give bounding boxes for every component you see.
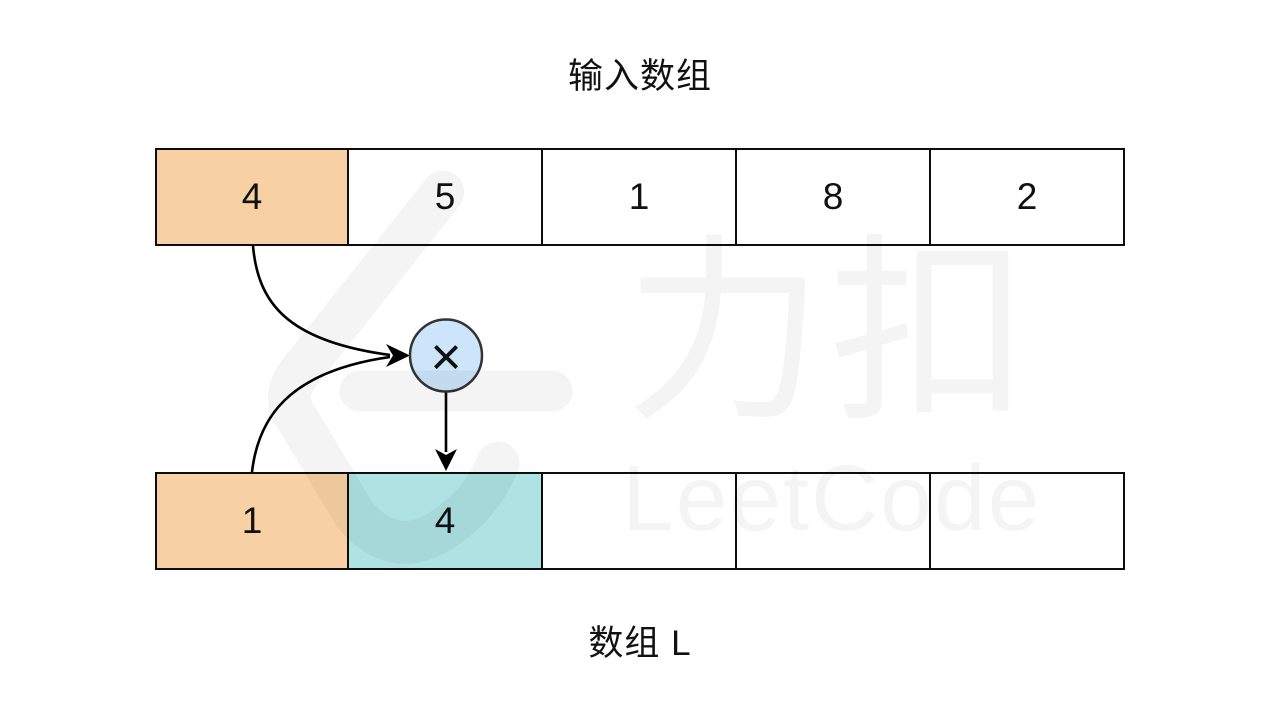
input-cell-0: 4	[155, 148, 349, 246]
output-cell-2	[541, 472, 737, 570]
output-cell-3	[735, 472, 931, 570]
output-cell-4	[929, 472, 1125, 570]
multiply-node	[408, 318, 484, 393]
input-cell-3: 8	[735, 148, 931, 246]
input-cell-4: 2	[929, 148, 1125, 246]
multiply-icon: ×	[430, 327, 462, 387]
input-cell-2: 1	[541, 148, 737, 246]
output-cell-1: 4	[347, 472, 543, 570]
arrow-from-input-cell	[251, 245, 391, 357]
arrowhead-right-icon	[386, 344, 410, 367]
input-array: 4 5 1 8 2	[155, 148, 1125, 246]
arrow-layer: ×	[250, 245, 484, 473]
arrowhead-down-icon	[435, 449, 457, 471]
input-cell-1: 5	[347, 148, 543, 246]
output-array-label: 数组 L	[588, 624, 692, 663]
arrow-from-output-cell	[250, 355, 391, 473]
watermark-cn-text: 力扣	[624, 222, 1034, 445]
output-cell-0: 1	[155, 472, 349, 570]
output-array: 1 4	[155, 472, 1125, 570]
input-array-title: 输入数组	[567, 57, 712, 96]
